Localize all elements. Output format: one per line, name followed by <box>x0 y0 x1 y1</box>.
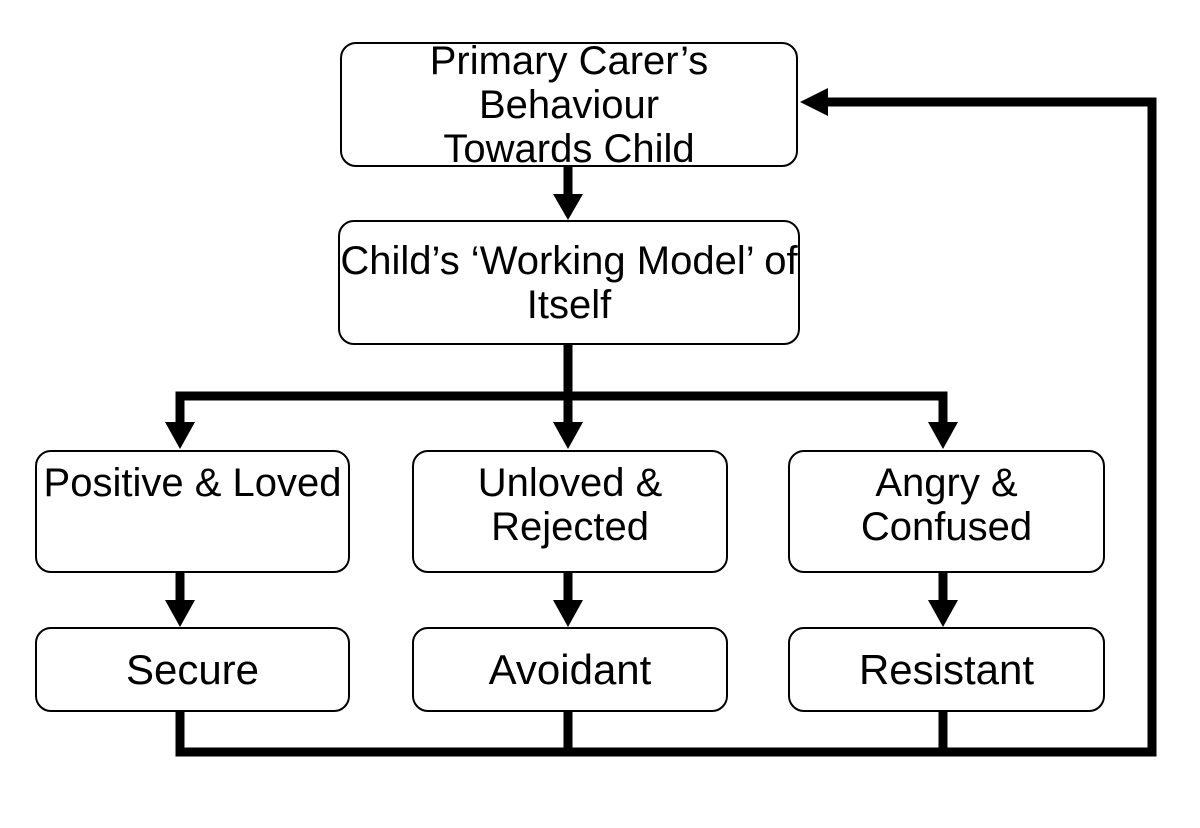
arrow-angry-to-resistant-head <box>928 600 958 627</box>
node-angry-confused: Angry & Confused <box>788 450 1105 573</box>
node-avoidant-label: Avoidant <box>488 645 652 693</box>
node-resistant-label: Resistant <box>858 645 1035 693</box>
arrow-positive-to-secure-head <box>165 600 195 627</box>
node-avoidant: Avoidant <box>412 627 728 712</box>
node-angry-confused-label: Angry & Confused <box>860 461 1033 549</box>
node-child-working-model-label: Child’s ‘Working Model’ of Itself <box>340 238 798 327</box>
node-unloved-rejected: Unloved & Rejected <box>412 450 728 573</box>
feedback-loop-arrowhead <box>800 88 828 116</box>
arrow-model-branch-left-head <box>165 422 195 449</box>
node-child-working-model: Child’s ‘Working Model’ of Itself <box>338 220 800 345</box>
node-unloved-rejected-label: Unloved & Rejected <box>477 461 663 549</box>
node-secure-label: Secure <box>125 645 260 693</box>
node-primary-carer-behaviour-label: Primary Carer’s Behaviour Towards Child <box>429 38 709 171</box>
arrow-model-branch-right-head <box>928 422 958 449</box>
arrow-unloved-to-avoidant-head <box>553 600 583 627</box>
node-secure: Secure <box>35 627 350 712</box>
node-positive-loved: Positive & Loved <box>35 450 350 573</box>
arrow-carer-to-model-head <box>553 194 583 220</box>
node-resistant: Resistant <box>788 627 1105 712</box>
arrow-model-branch-center-head <box>553 422 583 449</box>
node-primary-carer-behaviour: Primary Carer’s Behaviour Towards Child <box>340 39 798 171</box>
node-positive-loved-label: Positive & Loved <box>43 461 342 505</box>
